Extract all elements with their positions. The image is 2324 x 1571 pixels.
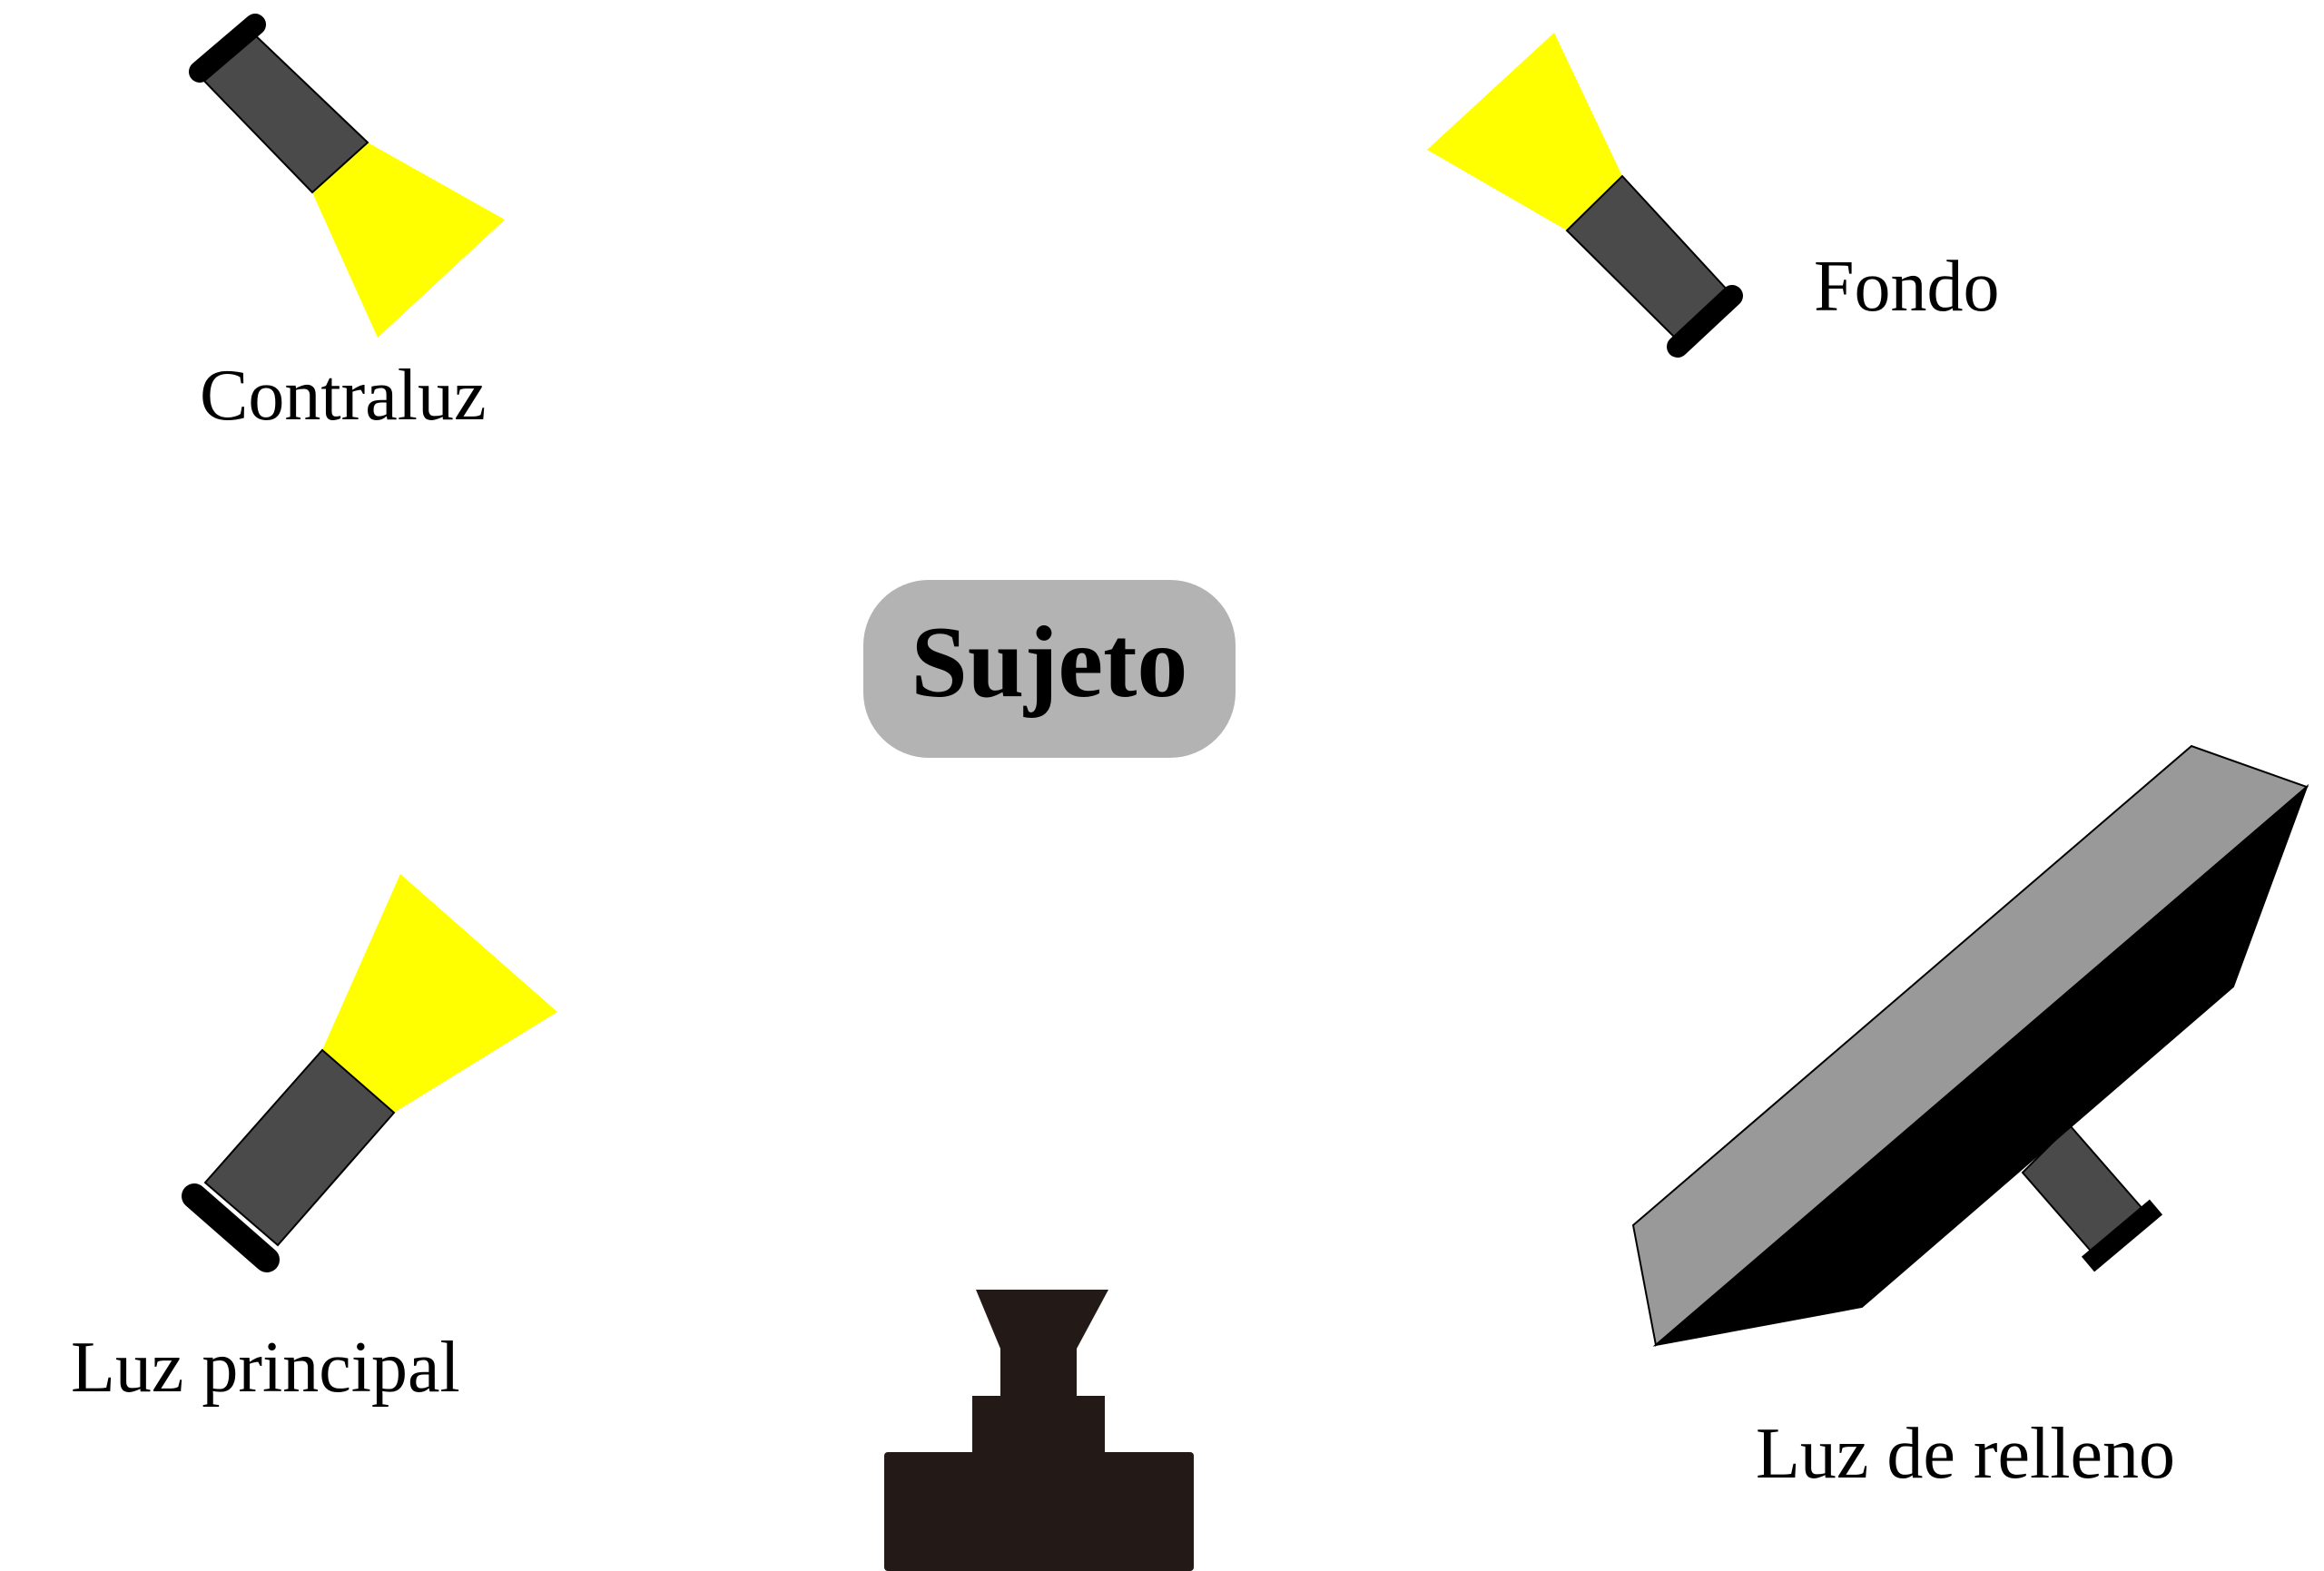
key-light-label: Luz principal — [71, 1328, 460, 1408]
camera-lens-hood — [976, 1290, 1108, 1349]
key-light-cap — [182, 1183, 280, 1272]
background-light-beam — [1427, 33, 1622, 231]
key-light-beam — [322, 874, 557, 1113]
fill-light — [1631, 744, 2309, 1347]
camera-lens — [1000, 1347, 1077, 1398]
camera-body — [884, 1452, 1194, 1571]
back-light-beam — [312, 142, 505, 338]
background-light-label: Fondo — [1814, 247, 2000, 327]
key-light-body — [203, 1048, 396, 1247]
camera-mount — [972, 1396, 1105, 1454]
back-light — [189, 14, 505, 338]
subject-box — [863, 580, 1236, 758]
subject: Sujeto — [863, 580, 1236, 758]
fill-light-cap — [2081, 1199, 2163, 1272]
back-light-label: Contraluz — [200, 356, 486, 436]
key-light — [182, 874, 557, 1272]
softbox-front — [1631, 744, 2309, 1347]
softbox-side — [1652, 783, 2309, 1347]
fill-light-label: Luz de relleno — [1756, 1414, 2175, 1494]
back-light-cap — [189, 14, 266, 83]
background-light — [1427, 33, 1743, 358]
subject-label: Sujeto — [911, 606, 1188, 719]
camera — [884, 1290, 1194, 1571]
background-light-cap — [1667, 285, 1743, 358]
